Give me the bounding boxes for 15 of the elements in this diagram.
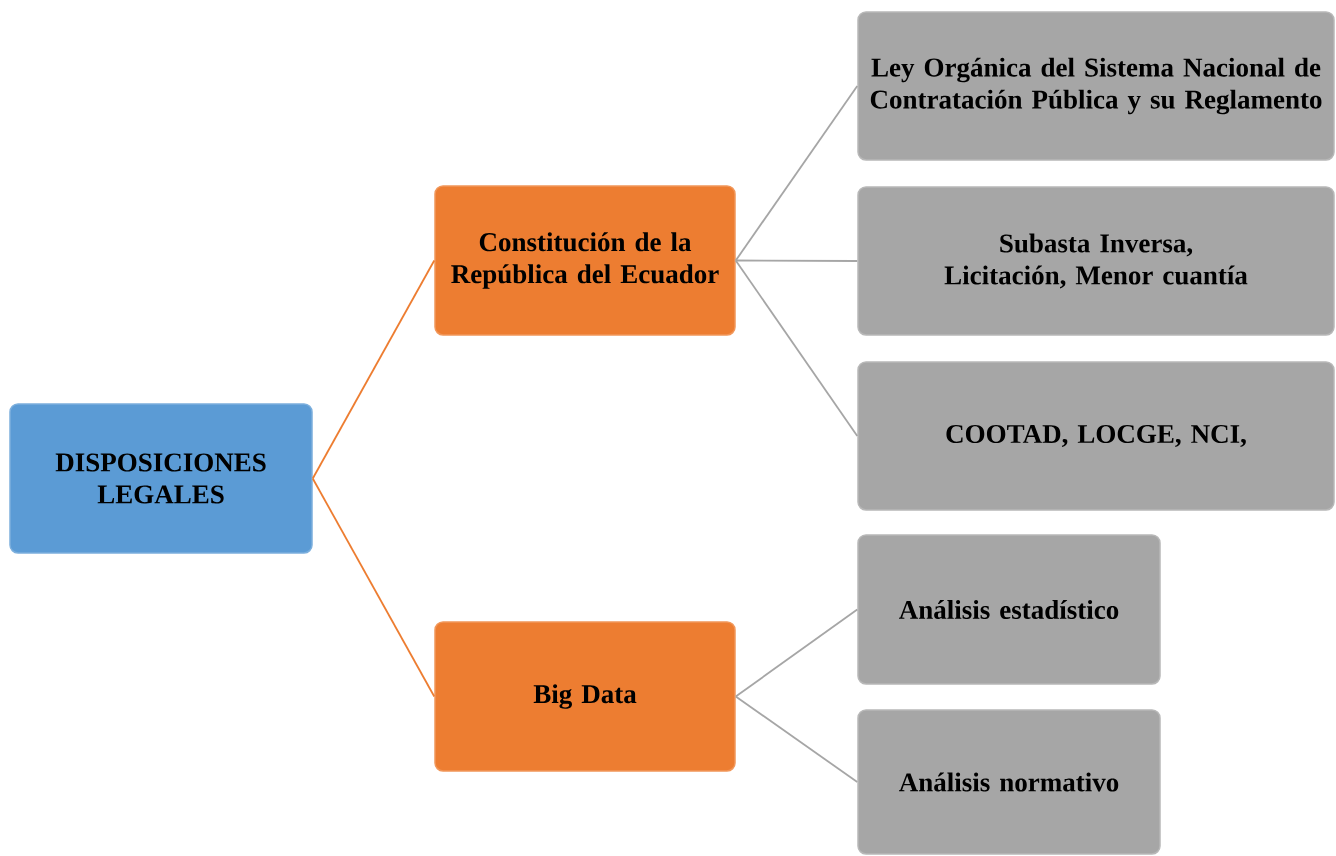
connector-line (734, 259, 859, 262)
process-box: DISPOSICIONES LEGALES (9, 403, 313, 554)
process-box: Análisis estadístico (857, 534, 1161, 685)
connector-line (734, 695, 859, 783)
process-box: Constitución de la República del Ecuador (434, 185, 736, 336)
process-box: Subasta Inversa, Licitación, Menor cuantía (857, 186, 1335, 336)
connector-line (734, 259, 859, 437)
connector-line (734, 85, 859, 262)
connector-line (734, 608, 859, 698)
connector-line (311, 477, 436, 698)
process-box: Ley Orgánica del Sistema Nacional de Contratación Pública y su Reglamento (857, 11, 1335, 161)
process-box: Análisis normativo (857, 709, 1161, 855)
process-box: Big Data (434, 621, 736, 772)
process-box: COOTAD, LOCGE, NCI, (857, 361, 1335, 511)
connector-line (311, 259, 436, 480)
